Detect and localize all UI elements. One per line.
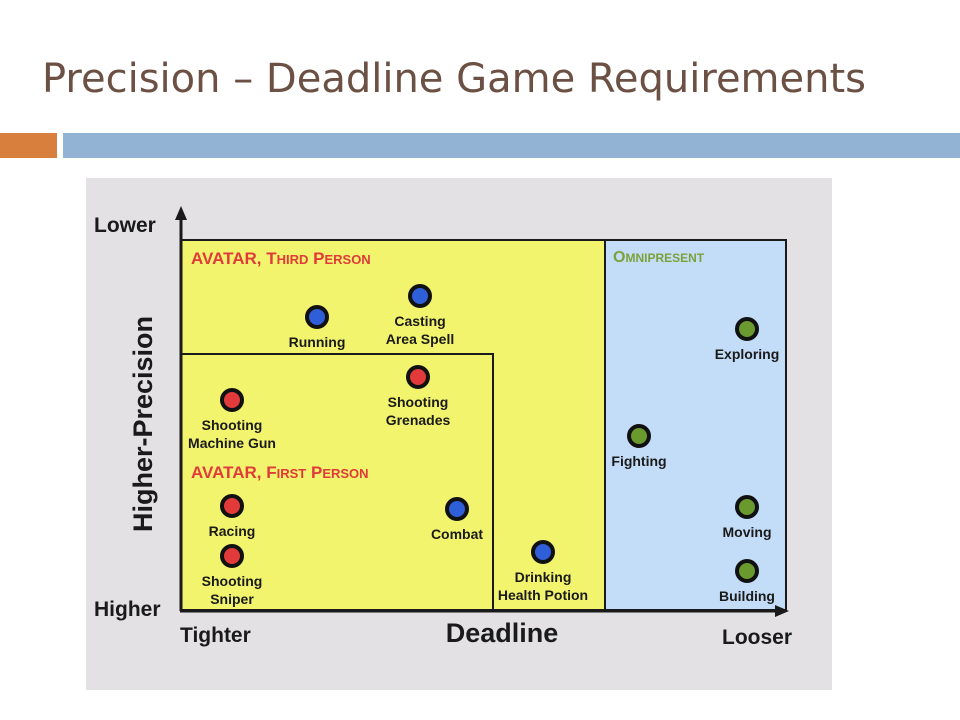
activity-label: Building bbox=[719, 588, 775, 604]
activity-dot bbox=[445, 497, 469, 521]
activity-label: Drinking bbox=[515, 569, 572, 585]
region-title-omnipresent: OMNIPRESENT bbox=[613, 249, 705, 266]
axis-x-title: Deadline bbox=[446, 618, 559, 648]
activity-label: Moving bbox=[723, 524, 772, 540]
activity-label: Sniper bbox=[210, 591, 254, 607]
activity-dot bbox=[220, 494, 244, 518]
axis-y-title: Higher-Precision bbox=[128, 316, 158, 532]
diagram-panel: Lower Higher Higher-Precision Tighter De… bbox=[86, 178, 832, 690]
activity-dot bbox=[627, 424, 651, 448]
activity-9: Exploring bbox=[715, 317, 780, 362]
activity-label: Shooting bbox=[202, 573, 263, 589]
activity-8: Fighting bbox=[611, 424, 667, 469]
activity-label: Fighting bbox=[611, 453, 666, 469]
activity-dot bbox=[220, 388, 244, 412]
region-title-third-person: AVATAR, THIRD PERSON bbox=[191, 249, 371, 268]
axis-x-left-label: Tighter bbox=[180, 624, 251, 647]
activity-6: Combat bbox=[431, 497, 483, 542]
axis-x-right-label: Looser bbox=[722, 626, 792, 649]
activity-dot bbox=[220, 544, 244, 568]
title-underline-bar bbox=[63, 133, 960, 158]
activity-label: Shooting bbox=[202, 417, 263, 433]
region-title-first-person: AVATAR, FIRST PERSON bbox=[191, 463, 369, 482]
x-axis-arrow bbox=[775, 605, 789, 617]
activity-label: Racing bbox=[209, 523, 256, 539]
activity-11: Building bbox=[719, 559, 775, 604]
activity-label: Grenades bbox=[386, 412, 451, 428]
activity-label: Running bbox=[289, 334, 346, 350]
axis-y-top-label: Lower bbox=[94, 214, 156, 237]
activity-label: Casting bbox=[394, 313, 445, 329]
activity-dot bbox=[735, 559, 759, 583]
activity-label: Exploring bbox=[715, 346, 780, 362]
activity-label: Health Potion bbox=[498, 587, 588, 603]
precision-deadline-diagram: Lower Higher Higher-Precision Tighter De… bbox=[94, 206, 792, 649]
activity-label: Shooting bbox=[388, 394, 449, 410]
axis-y-bottom-label: Higher bbox=[94, 598, 161, 621]
activity-label: Combat bbox=[431, 526, 483, 542]
title-accent-bar bbox=[0, 133, 57, 158]
activity-4: Racing bbox=[209, 494, 256, 539]
activity-label: Area Spell bbox=[386, 331, 454, 347]
activity-label: Machine Gun bbox=[188, 435, 276, 451]
region-omnipresent bbox=[604, 239, 787, 611]
y-axis-arrow bbox=[175, 206, 187, 220]
activity-dot bbox=[735, 495, 759, 519]
activity-dot bbox=[531, 540, 555, 564]
activity-dot bbox=[305, 305, 329, 329]
activity-dot bbox=[735, 317, 759, 341]
activity-10: Moving bbox=[723, 495, 772, 540]
activity-0: Running bbox=[289, 305, 346, 350]
slide-title: Precision – Deadline Game Requirements bbox=[42, 56, 867, 102]
activity-dot bbox=[408, 284, 432, 308]
activity-dot bbox=[406, 365, 430, 389]
